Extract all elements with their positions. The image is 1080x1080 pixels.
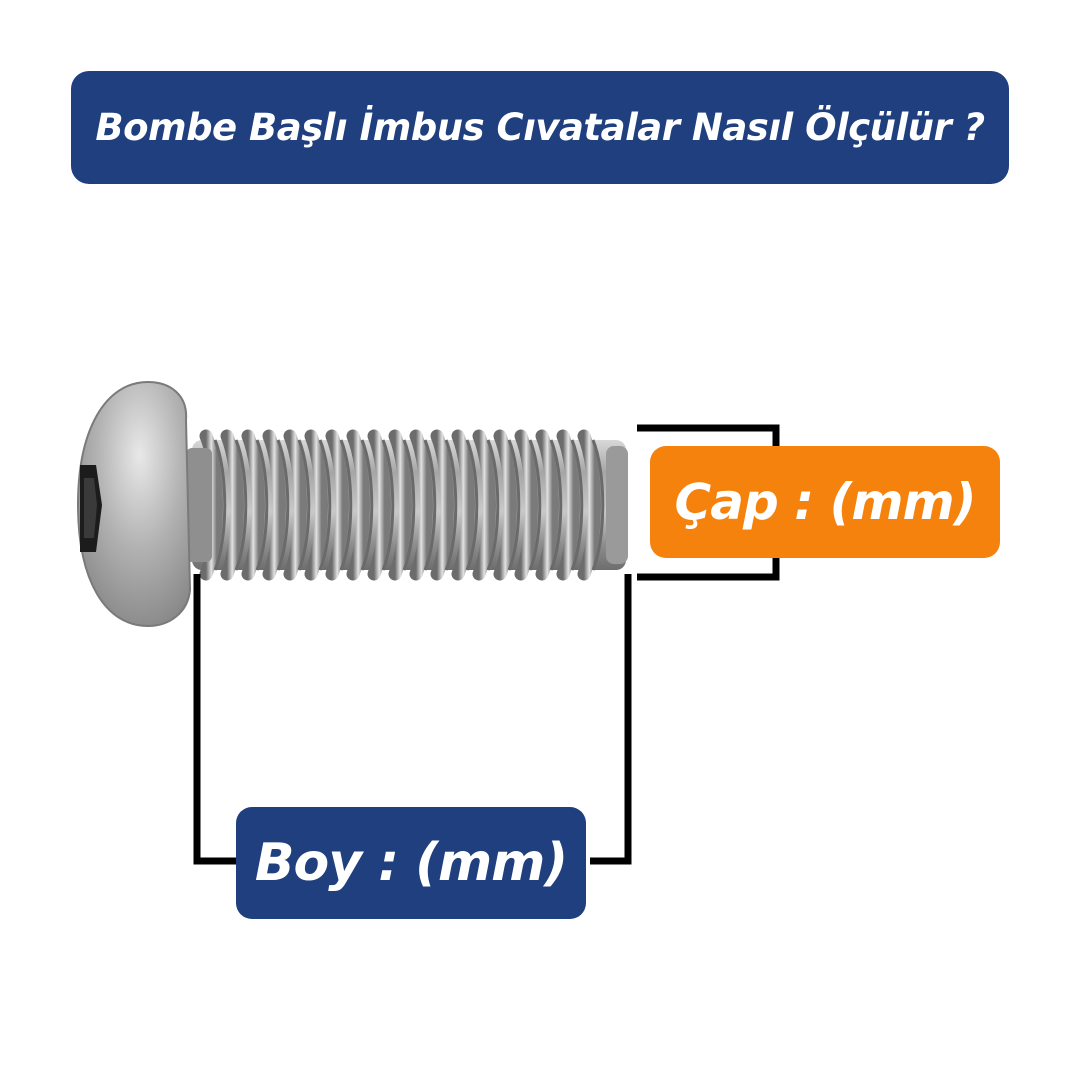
thread-shadow (549, 439, 563, 571)
thread-crest (220, 429, 244, 581)
thread-crest (451, 429, 475, 581)
bolt-head (76, 380, 192, 628)
thread-shadow (465, 439, 479, 571)
thread-crest (388, 429, 412, 581)
thread-crest (367, 429, 391, 581)
thread-crest (409, 429, 433, 581)
thread-shadow (423, 439, 437, 571)
length-bracket (193, 574, 632, 865)
thread-crest (514, 429, 538, 581)
length-label: Boy : (mm) (254, 833, 568, 893)
bolt-tip (606, 446, 628, 564)
thread-shadow (360, 439, 374, 571)
title-banner: Bombe Başlı İmbus Cıvatalar Nasıl Ölçülü… (71, 71, 1009, 184)
thread-shadow (339, 439, 353, 571)
thread-crest (556, 429, 580, 581)
thread-shadow (528, 439, 542, 571)
bolt-icon (76, 380, 628, 628)
thread-crest (535, 429, 559, 581)
hex-socket-inner (84, 478, 97, 538)
thread-shadow (276, 439, 290, 571)
thread-crest (283, 429, 307, 581)
thread-shadow (213, 439, 227, 571)
thread-shadow (444, 439, 458, 571)
thread-crest (430, 429, 454, 581)
thread-shadow (507, 439, 521, 571)
bolt-collar (186, 448, 212, 562)
thread-shadow (402, 439, 416, 571)
thread-crest (346, 429, 370, 581)
diameter-bracket (637, 424, 780, 581)
thread-crest (262, 429, 286, 581)
thread-crest (577, 429, 601, 581)
thread-crest (325, 429, 349, 581)
thread-shadow (486, 439, 500, 571)
thread-crest (472, 429, 496, 581)
thread-shadow (318, 439, 332, 571)
thread-shadow (381, 439, 395, 571)
thread-shadow (297, 439, 311, 571)
diameter-label-box: Çap : (mm) (650, 446, 1000, 558)
page-title: Bombe Başlı İmbus Cıvatalar Nasıl Ölçülü… (95, 106, 985, 149)
thread-crest (304, 429, 328, 581)
thread-crest (241, 429, 265, 581)
bolt-threads (199, 429, 605, 581)
thread-shadow (591, 439, 605, 571)
thread-crest (493, 429, 517, 581)
diameter-label: Çap : (mm) (674, 473, 977, 531)
thread-shadow (570, 439, 584, 571)
thread-shadow (234, 439, 248, 571)
thread-shadow (255, 439, 269, 571)
thread-crest (199, 429, 223, 581)
length-label-box: Boy : (mm) (236, 807, 586, 919)
